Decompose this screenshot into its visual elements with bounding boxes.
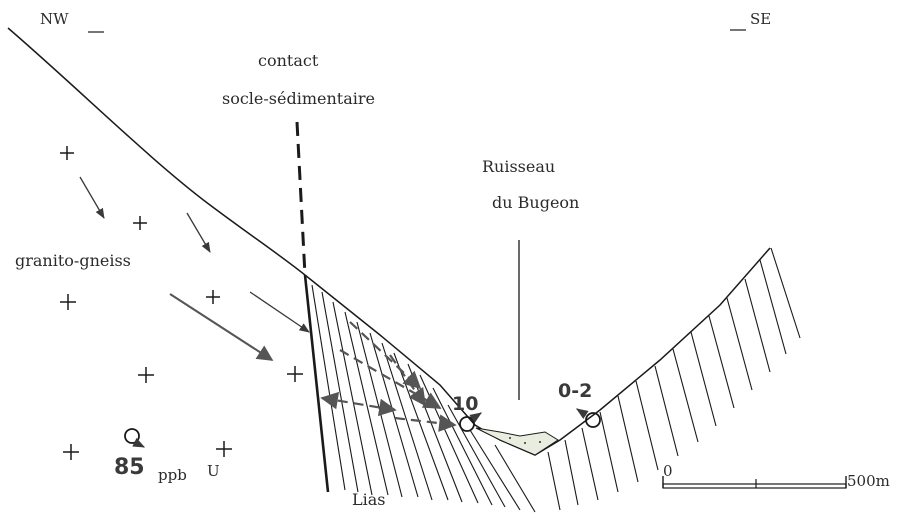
du-bugeon-label: du Bugeon: [492, 193, 579, 212]
scale-start-label: 0: [663, 462, 673, 480]
alluvium-dot: [539, 441, 541, 443]
granite-sample-unit: ppb: [158, 466, 187, 484]
alluvium-dot: [509, 437, 511, 439]
se-label: SE: [750, 10, 771, 28]
alluvium-dot: [524, 442, 526, 444]
granito-gneiss-label: granito-gneiss: [15, 251, 131, 270]
granite-sample-element: U: [207, 462, 220, 480]
granite-sample-value: 85: [114, 455, 145, 480]
valley-profile: [305, 248, 770, 455]
contact-dashed-line: [297, 122, 305, 275]
stream-sample-value: 10: [452, 393, 478, 415]
nw-label: NW: [40, 10, 69, 28]
alluvium-deposit: [476, 428, 558, 455]
granite-sample-arrow: [136, 443, 144, 447]
socle-sedimentaire-label: socle-sédimentaire: [222, 89, 375, 108]
granite-sample-marker: [125, 429, 139, 443]
scale-end-label: 500m: [847, 472, 890, 490]
ruisseau-label: Ruisseau: [482, 157, 555, 176]
scale-bar: [663, 476, 846, 488]
slope-sample-value: 0-2: [558, 380, 592, 402]
stream-sample-marker: [460, 417, 474, 431]
se-slope-hatching: [548, 248, 800, 510]
contact-label: contact: [258, 51, 319, 70]
lias-flow-arrows: [322, 322, 455, 425]
lias-label: Lias: [352, 490, 386, 509]
slope-sample-arrow: [577, 409, 586, 415]
